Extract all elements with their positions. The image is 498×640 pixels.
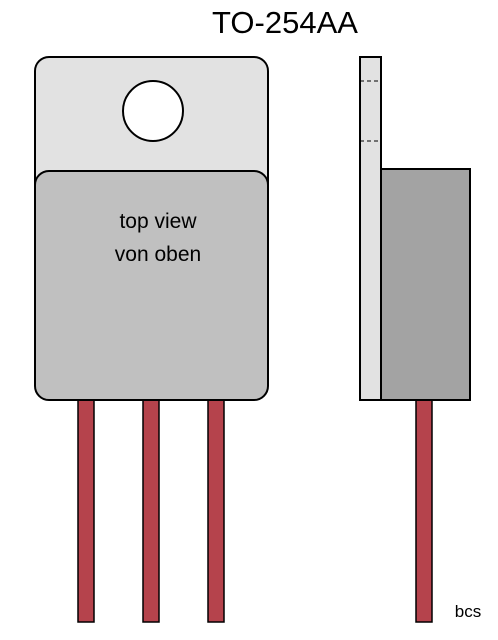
front-label-top-view: top view <box>119 210 197 233</box>
credit-text: bcs <box>455 602 481 621</box>
side-lead <box>415 397 433 623</box>
front-lead-3 <box>207 395 225 623</box>
front-lead-2 <box>142 395 160 623</box>
side-view <box>359 56 471 623</box>
diagram-title: TO-254AA <box>212 5 358 40</box>
front-view: top view von oben <box>34 56 269 623</box>
front-label-von-oben: von oben <box>115 243 201 266</box>
mounting-hole <box>122 80 184 142</box>
side-tab <box>359 56 382 401</box>
side-body <box>380 168 471 401</box>
front-body <box>34 170 269 401</box>
front-lead-1 <box>77 395 95 623</box>
